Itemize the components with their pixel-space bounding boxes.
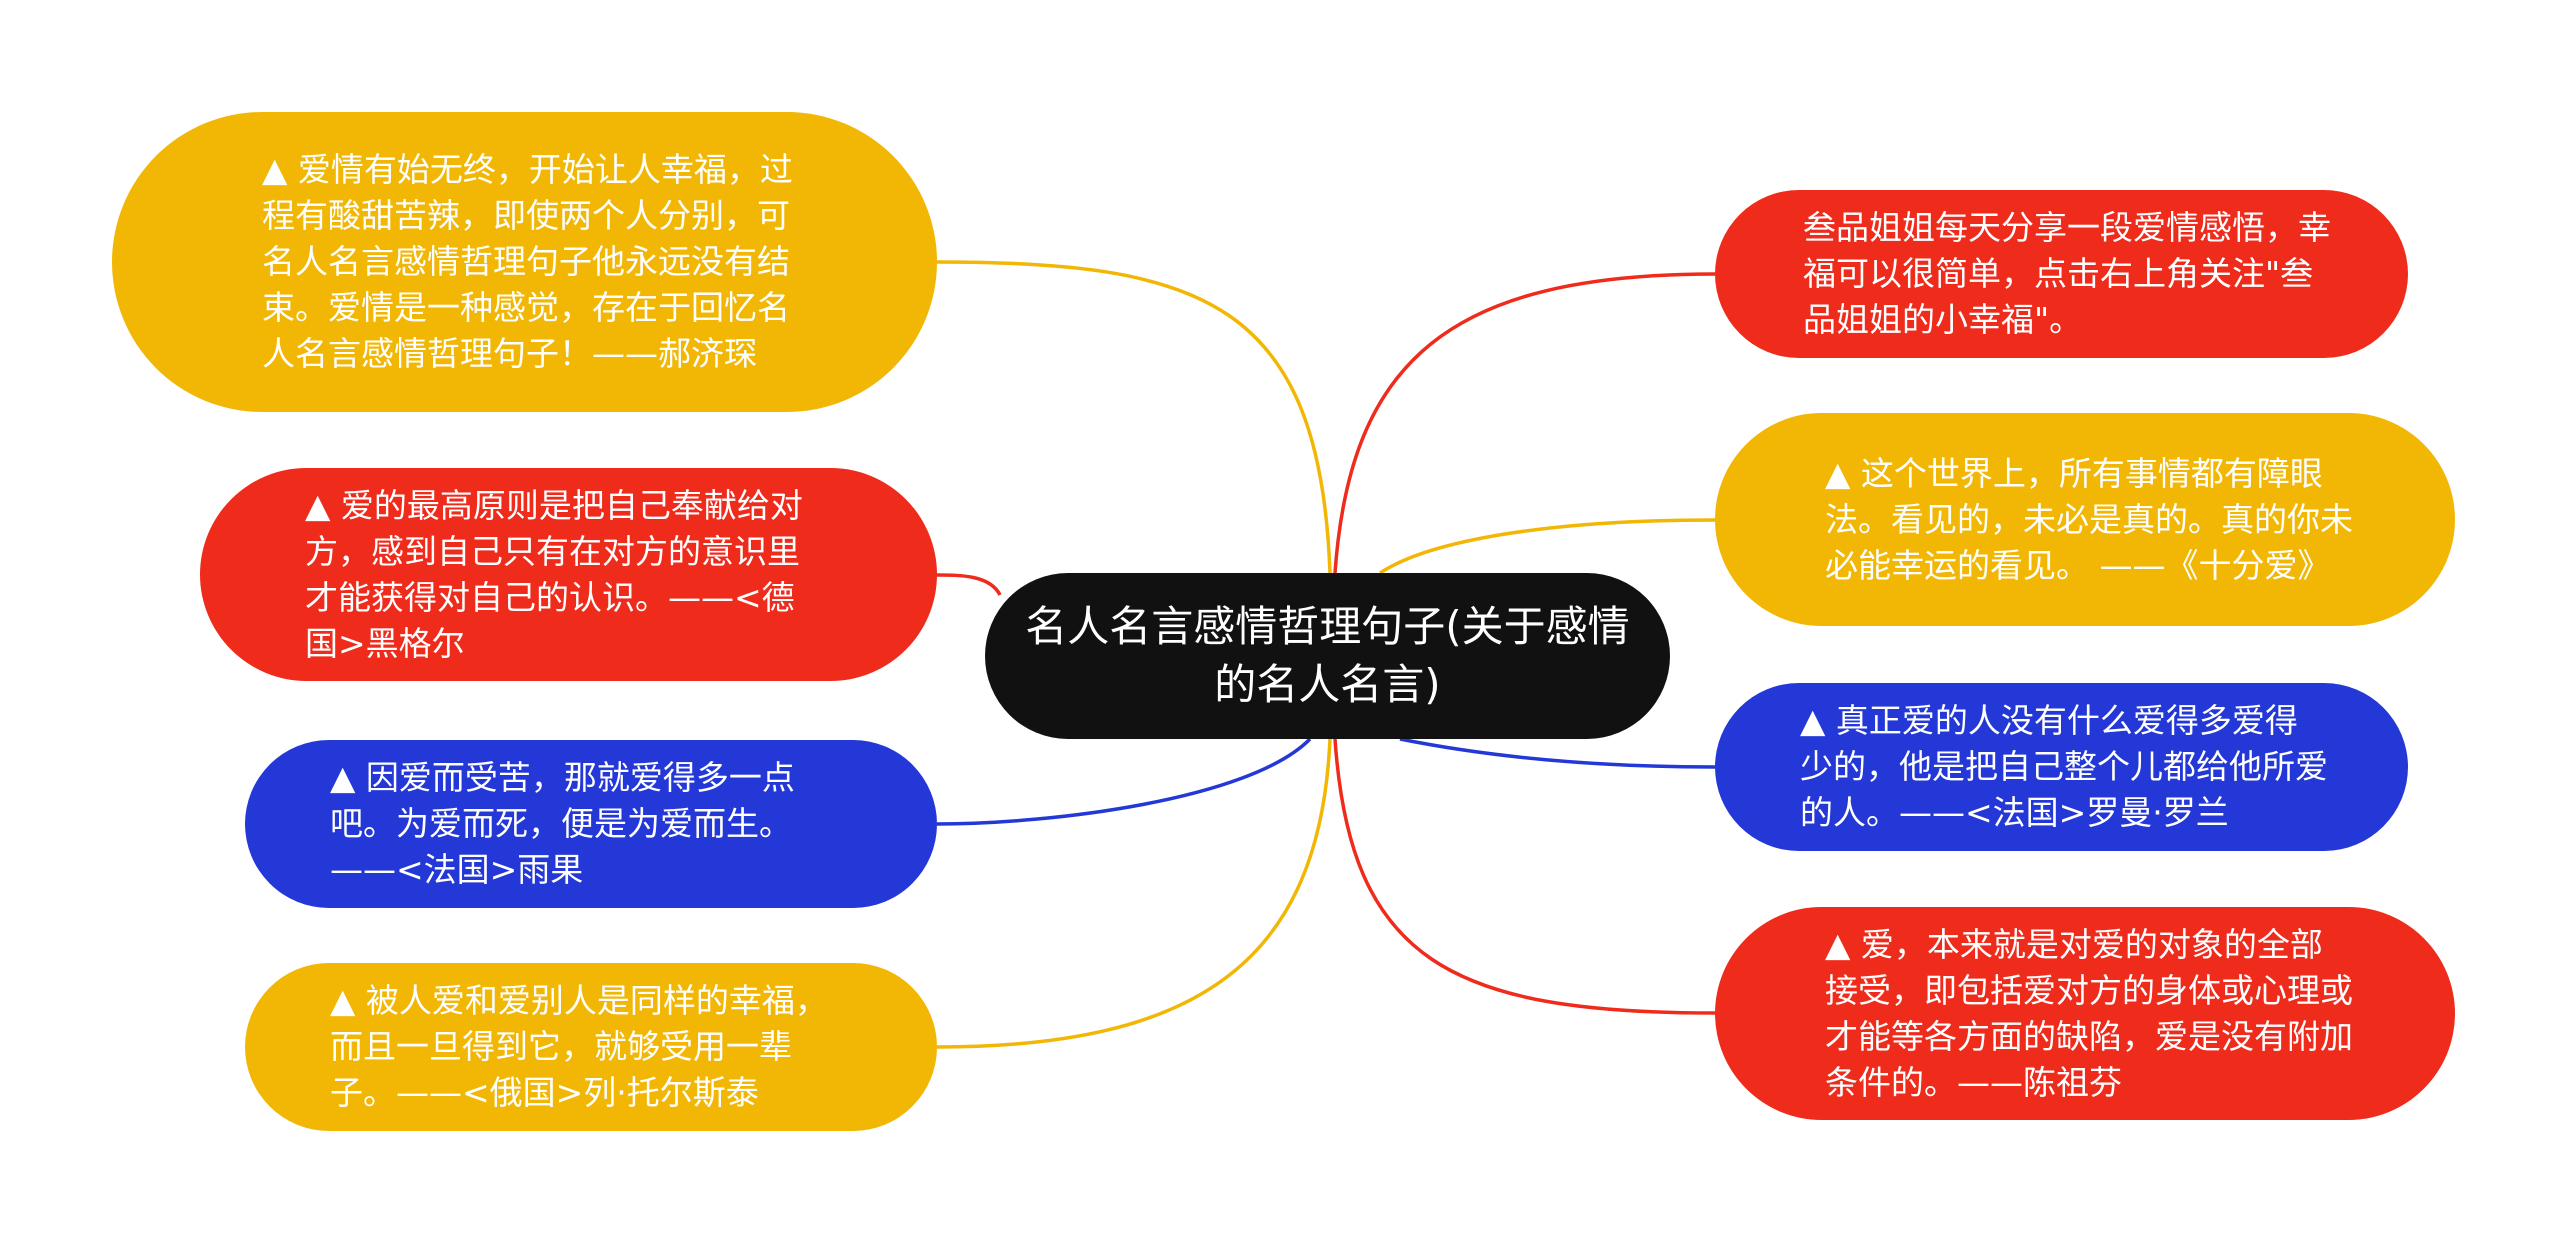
quote-text: ▲ 因爱而受苦，那就爱得多一点吧。为爱而死，便是为爱而生。——<法国>雨果 (330, 758, 795, 889)
quote-text: ▲ 真正爱的人没有什么爱得多爱得少的，他是把自己整个儿都给他所爱的人。——<法国… (1800, 701, 2328, 832)
link-l3 (936, 737, 1312, 826)
link-l1 (936, 260, 1332, 574)
quote-text: ▲ 爱，本来就是对爱的对象的全部接受，即包括爱对方的身体或心理或才能等各方面的缺… (1825, 924, 2353, 1102)
quote-node-right-1[interactable]: 叁品姐姐每天分享一段爱情感悟，幸福可以很简单，点击右上角关注"叁品姐姐的小幸福"… (1715, 190, 2408, 358)
quote-node-right-3[interactable]: ▲ 真正爱的人没有什么爱得多爱得少的，他是把自己整个儿都给他所爱的人。——<法国… (1715, 683, 2408, 851)
central-topic-text: 名人名言感情哲理句子(关于感情的名人名言) (1025, 602, 1630, 709)
link-l4 (936, 738, 1332, 1049)
quote-text: ▲ 爱的最高原则是把自己奉献给对方，感到自己只有在对方的意识里才能获得对自己的认… (305, 485, 803, 663)
link-r2 (1379, 518, 1716, 575)
link-r4 (1333, 738, 1716, 1015)
link-l2 (936, 573, 1002, 596)
link-r1 (1333, 272, 1716, 574)
link-r3 (1399, 737, 1716, 769)
quote-node-left-3[interactable]: ▲ 因爱而受苦，那就爱得多一点吧。为爱而死，便是为爱而生。——<法国>雨果 (245, 740, 937, 908)
quote-text: ▲ 被人爱和爱别人是同样的幸福，而且一旦得到它，就够受用一辈子。——<俄国>列·… (330, 981, 828, 1112)
quote-text: ▲ 爱情有始无终，开始让人幸福，过程有酸甜苦辣，即使两个人分别，可名人名言感情哲… (262, 150, 793, 373)
quote-node-left-1[interactable]: ▲ 爱情有始无终，开始让人幸福，过程有酸甜苦辣，即使两个人分别，可名人名言感情哲… (112, 112, 937, 412)
quote-text: 叁品姐姐每天分享一段爱情感悟，幸福可以很简单，点击右上角关注"叁品姐姐的小幸福"… (1803, 208, 2331, 339)
quote-node-right-4[interactable]: ▲ 爱，本来就是对爱的对象的全部接受，即包括爱对方的身体或心理或才能等各方面的缺… (1715, 907, 2455, 1120)
quote-node-left-4[interactable]: ▲ 被人爱和爱别人是同样的幸福，而且一旦得到它，就够受用一辈子。——<俄国>列·… (245, 963, 937, 1131)
quote-text: ▲ 这个世界上，所有事情都有障眼法。看见的，未必是真的。真的你未必能幸运的看见。… (1825, 453, 2353, 585)
central-topic-node[interactable]: 名人名言感情哲理句子(关于感情的名人名言) (985, 573, 1670, 739)
quote-node-left-2[interactable]: ▲ 爱的最高原则是把自己奉献给对方，感到自己只有在对方的意识里才能获得对自己的认… (200, 468, 937, 681)
quote-node-right-2[interactable]: ▲ 这个世界上，所有事情都有障眼法。看见的，未必是真的。真的你未必能幸运的看见。… (1715, 413, 2455, 626)
